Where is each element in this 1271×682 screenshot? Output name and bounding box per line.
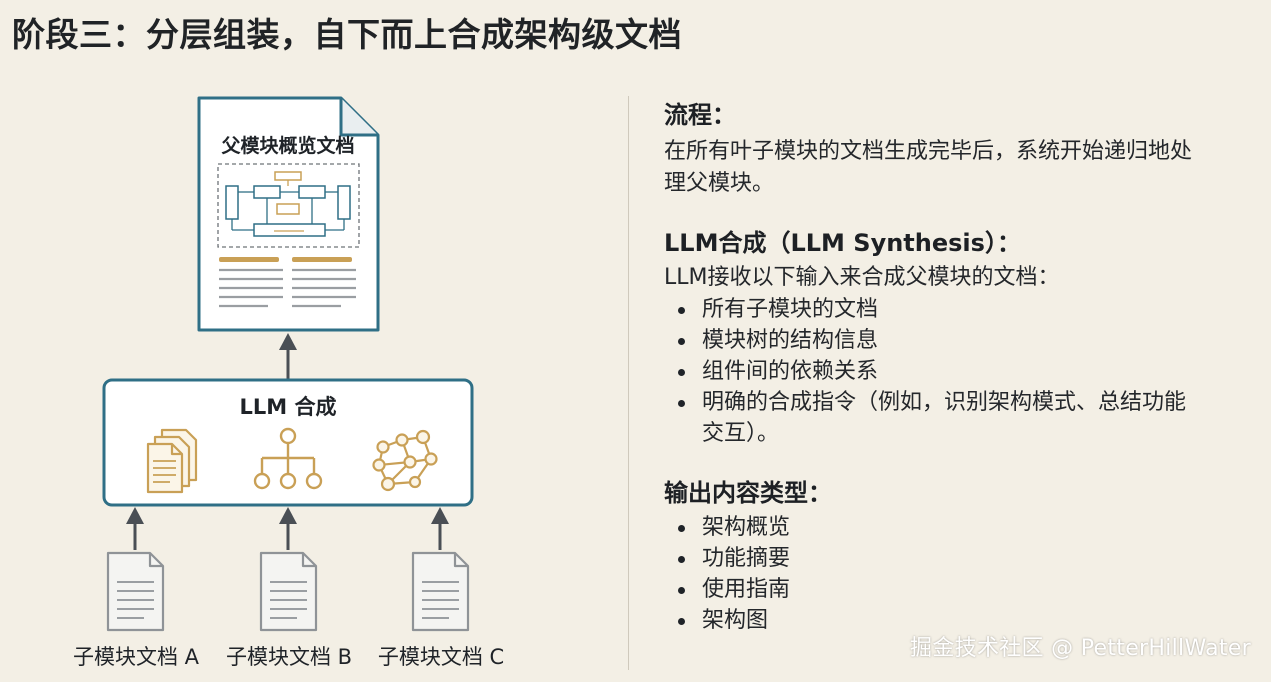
- parent-doc-label: 父模块概览文档: [220, 134, 354, 157]
- synthesis-intro: LLM接收以下输入来合成父模块的文档：: [664, 265, 1060, 290]
- child-document-a: 子模块文档 A: [73, 551, 200, 669]
- arrows-from-children: [126, 507, 449, 550]
- output-types-list: 架构概览 功能摘要 使用指南 架构图: [664, 512, 1264, 636]
- output-heading: 输出内容类型：: [664, 479, 832, 507]
- hierarchy-diagram: 父模块概览文档: [73, 96, 504, 669]
- list-item: 所有子模块的文档: [664, 294, 1264, 325]
- description-panel: 流程： 在所有叶子模块的文档生成完毕后，系统开始递归地处 理父模块。 LLM合成…: [664, 98, 1264, 636]
- documents-stack-icon: [146, 428, 198, 494]
- arrow-to-parent: [279, 333, 297, 380]
- llm-box-label: LLM 合成: [240, 395, 337, 419]
- watermark: 掘金技术社区 @ PetterHillWater: [910, 636, 1251, 661]
- list-item: 组件间的依赖关系: [664, 356, 1264, 387]
- list-item: 架构概览: [664, 512, 1264, 543]
- network-graph-icon: [372, 429, 438, 492]
- process-text-line-2: 理父模块。: [664, 171, 775, 196]
- child-document-b: 子模块文档 B: [226, 551, 352, 669]
- process-text-line-1: 在所有叶子模块的文档生成完毕后，系统开始递归地处: [664, 139, 1193, 164]
- hierarchy-tree-icon: [253, 427, 323, 490]
- mini-architecture-diagram: [217, 163, 360, 248]
- column-divider: [628, 96, 629, 670]
- child-doc-label-c: 子模块文档 C: [378, 645, 504, 669]
- page-title: 阶段三：分层组装，自下而上合成架构级文档: [12, 15, 682, 54]
- list-item: 架构图: [664, 605, 1264, 636]
- child-document-c: 子模块文档 C: [378, 551, 504, 669]
- list-item: 使用指南: [664, 574, 1264, 605]
- child-doc-label-a: 子模块文档 A: [73, 645, 200, 669]
- synthesis-item-continuation: 交互）。: [702, 421, 780, 446]
- llm-synthesis-box: LLM 合成: [102, 378, 474, 507]
- list-item: 功能摘要: [664, 543, 1264, 574]
- list-item: 明确的合成指令（例如，识别架构模式、总结功能: [664, 387, 1264, 418]
- synthesis-inputs-list: 所有子模块的文档 模块树的结构信息 组件间的依赖关系 明确的合成指令（例如，识别…: [664, 294, 1264, 418]
- parent-doc-text-lines: [219, 257, 356, 308]
- child-doc-label-b: 子模块文档 B: [226, 645, 352, 669]
- list-item: 模块树的结构信息: [664, 325, 1264, 356]
- process-heading: 流程：: [664, 101, 736, 129]
- synthesis-heading: LLM合成（LLM Synthesis）：: [664, 229, 1021, 257]
- parent-document: 父模块概览文档: [197, 96, 380, 332]
